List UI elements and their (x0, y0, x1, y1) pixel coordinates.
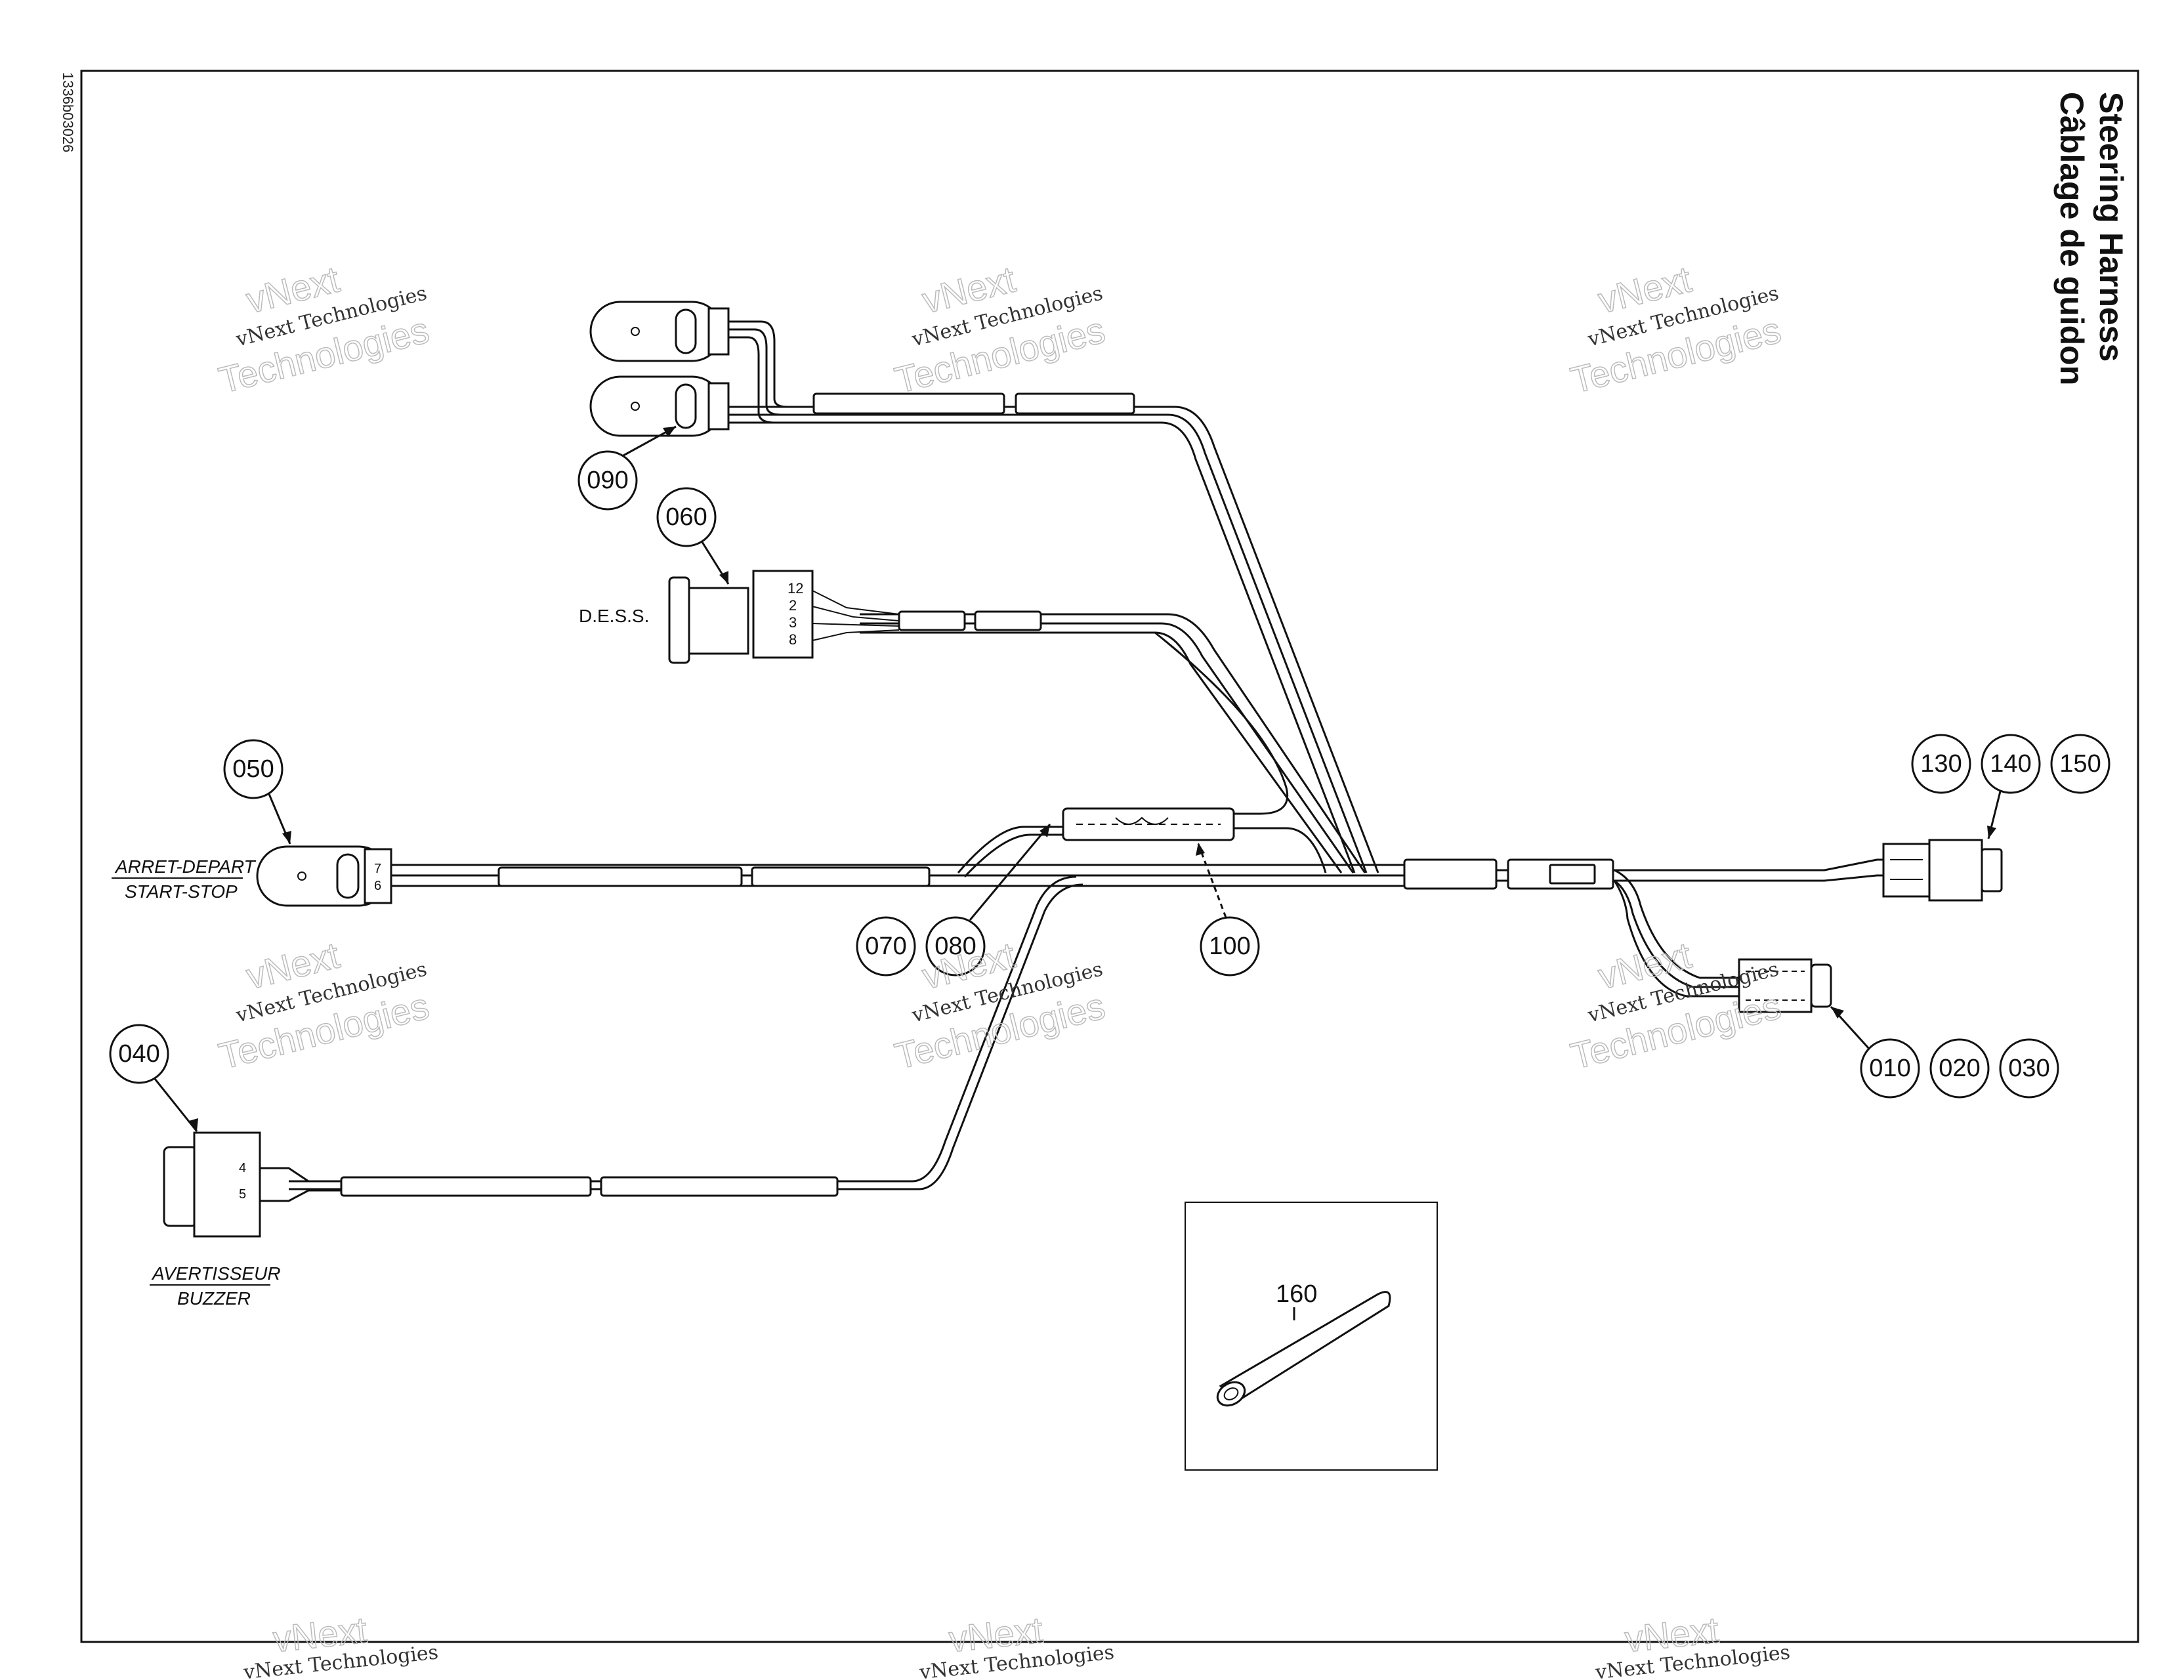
callout-050: 050 (223, 739, 291, 845)
title-en: Steering Harness (2093, 92, 2130, 362)
lower-connector (1738, 958, 1832, 1013)
svg-text:090: 090 (587, 467, 628, 494)
svg-text:130: 130 (1920, 750, 1962, 778)
drawing-code: 1336b03026 (60, 72, 76, 152)
callout-130: 130 (1911, 734, 1971, 794)
callout-010: 010 (1830, 1005, 1920, 1099)
switch-090-lower (589, 375, 730, 437)
watermark-9: vNext vNext Technologies (1594, 1608, 1792, 1680)
callout-060: 060 (656, 487, 730, 585)
dess-label: D.E.S.S. (579, 606, 649, 626)
callout-070: 070 (856, 916, 916, 976)
title-fr: Câblage de guidon (2053, 92, 2090, 385)
dess-pin-4: 8 (789, 631, 797, 648)
callout-160: 160 (1276, 1280, 1317, 1308)
watermark-8: vNext vNext Technologies (918, 1608, 1116, 1680)
drawing-frame (80, 70, 2139, 1643)
wire-bundle (289, 406, 1883, 1190)
start-stop-pin-7: 7 (374, 862, 381, 876)
svg-text:040: 040 (118, 1040, 159, 1068)
start-stop-pin-6: 6 (374, 879, 381, 893)
callout-040: 040 (109, 1024, 198, 1132)
dess-pin-2: 2 (789, 597, 797, 614)
tube-inset: 160 (1185, 1202, 1438, 1471)
buzzer-pin-5: 5 (239, 1187, 246, 1202)
callout-020: 020 (1929, 1038, 1990, 1099)
start-stop-label-en: START-STOP (125, 881, 238, 902)
watermark-2: vNext vNext Technologies Technologies (890, 258, 1109, 402)
callout-090: 090 (578, 425, 677, 511)
main-connector (1882, 839, 2003, 902)
callout-080: 080 (925, 824, 1051, 976)
dess-pin-3: 3 (789, 614, 797, 631)
svg-text:010: 010 (1869, 1055, 1910, 1082)
wire-sleeves (340, 392, 1614, 1197)
buzzer: 4 5 (163, 1131, 341, 1238)
svg-text:060: 060 (665, 503, 707, 531)
watermark-3: vNext vNext Technologies Technologies (1566, 258, 1785, 402)
dess-pin-1: 12 (788, 580, 803, 597)
dess-connector: 12 2 3 8 D.E.S.S. (579, 570, 900, 664)
buzzer-pin-4: 4 (239, 1161, 246, 1175)
watermark-7: vNext vNext Technologies (242, 1608, 440, 1680)
watermark-6: vNext vNext Technologies Technologies (1566, 934, 1785, 1078)
title-block: Steering Harness Câblage de guidon (2053, 92, 2130, 385)
callout-030: 030 (1999, 1038, 2059, 1099)
svg-text:100: 100 (1209, 933, 1250, 960)
svg-text:150: 150 (2059, 750, 2101, 778)
buzzer-label-fr: AVERTISSEUR (151, 1263, 281, 1284)
switch-090-upper (589, 301, 814, 424)
svg-text:030: 030 (2008, 1055, 2049, 1082)
watermark-4: vNext vNext Technologies Technologies (214, 934, 433, 1078)
svg-text:070: 070 (865, 933, 906, 960)
svg-text:050: 050 (232, 755, 274, 783)
svg-text:140: 140 (1990, 750, 2031, 778)
callout-140: 140 (1981, 734, 2041, 839)
callout-150: 150 (2050, 734, 2110, 794)
watermark-1: vNext vNext Technologies Technologies (214, 258, 433, 402)
callout-100: 100 (1196, 843, 1260, 976)
buzzer-label-en: BUZZER (177, 1288, 251, 1309)
fuse-holder (1062, 807, 1235, 841)
svg-text:020: 020 (1939, 1055, 1980, 1082)
svg-text:080: 080 (934, 933, 976, 960)
start-stop-label-fr: ARRET-DEPART (114, 856, 257, 877)
start-stop-switch: 7 6 (256, 845, 499, 907)
